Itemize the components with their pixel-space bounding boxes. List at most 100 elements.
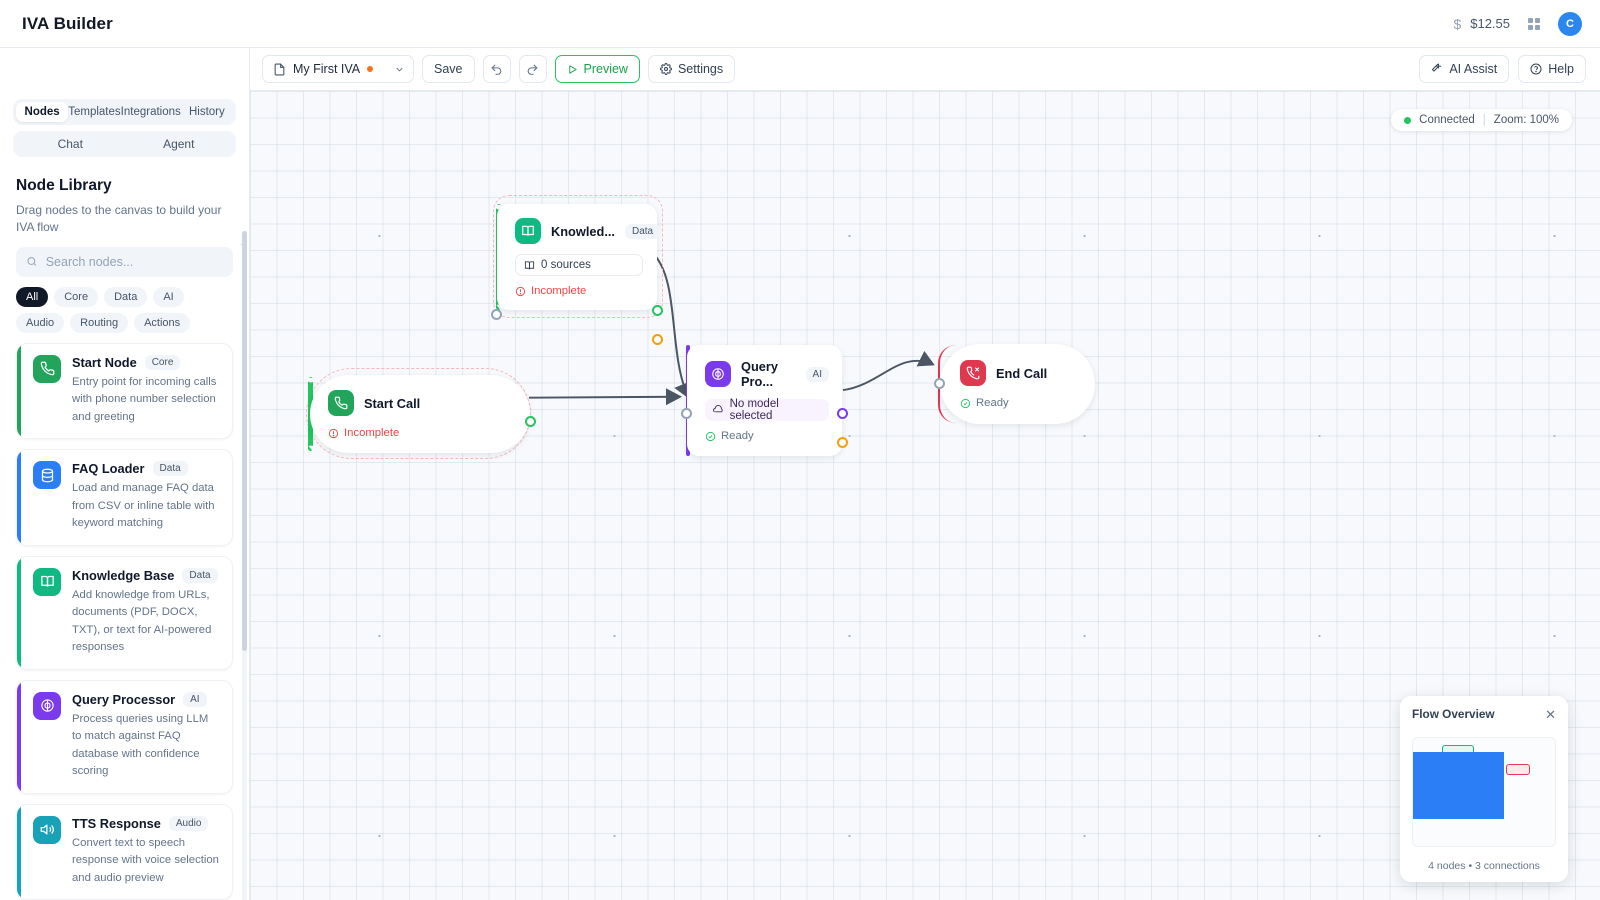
filter-chip-routing[interactable]: Routing: [70, 312, 129, 333]
flow-overview-footer: 4 nodes • 3 connections: [1428, 860, 1540, 872]
status-separator: |: [1482, 114, 1486, 126]
filter-chip-audio[interactable]: Audio: [16, 312, 65, 333]
settings-button[interactable]: Settings: [647, 55, 736, 83]
node-header: Knowled... Data: [515, 218, 661, 244]
credit-balance[interactable]: $ $12.55: [1453, 16, 1510, 32]
node-status: Ready: [960, 397, 1079, 409]
list-item-title: Query Processor: [72, 691, 176, 707]
list-item[interactable]: FAQ Loader Data Load and manage FAQ data…: [16, 449, 233, 546]
preview-button[interactable]: Preview: [554, 55, 640, 83]
search-box[interactable]: [16, 246, 233, 277]
node-field-label: No model selected: [729, 398, 779, 422]
node-output-port-alt[interactable]: [652, 334, 663, 345]
node-card[interactable]: Query Pro... AI No model selected Ready: [687, 345, 842, 456]
node-output-port-success[interactable]: [652, 305, 663, 316]
ai-assist-label: AI Assist: [1449, 62, 1498, 76]
list-item-desc: Convert text to speech response with voi…: [72, 836, 219, 884]
list-item-title-row: Knowledge Base Data: [72, 567, 220, 583]
minimap-node-end-call: [1506, 764, 1530, 775]
list-item-title: Start Node: [72, 354, 137, 370]
node-card[interactable]: Start Call Incomplete: [310, 375, 530, 453]
node-field-model[interactable]: No model selected: [705, 398, 829, 422]
flow-overview-panel[interactable]: Flow Overview ✕ 4 nodes • 3 connections: [1400, 696, 1568, 882]
magic-wand-icon: [1432, 63, 1442, 72]
sidebar-tab-nodes[interactable]: Nodes: [16, 102, 69, 122]
node-output-port-success[interactable]: [837, 408, 848, 419]
connection-status-label: Connected: [1419, 114, 1475, 126]
node-field-sources[interactable]: 0 sources: [515, 254, 643, 276]
node-status: Ready: [705, 430, 829, 442]
sidebar-scroll-thumb[interactable]: [242, 231, 247, 651]
apps-grid-icon[interactable]: [1528, 17, 1540, 30]
canvas-toolbar: My First IVA Save: [250, 48, 1600, 91]
canvas-node-end-call[interactable]: End Call Ready: [934, 344, 1095, 424]
filter-chip-core[interactable]: Core: [54, 286, 99, 307]
search-wrap: [0, 237, 249, 277]
list-item-desc: Load and manage FAQ data from CSV or inl…: [72, 482, 215, 530]
filter-chip-all[interactable]: All: [16, 286, 49, 307]
help-label: Help: [1548, 62, 1574, 76]
node-card[interactable]: End Call Ready: [940, 344, 1095, 424]
phone-icon: [33, 354, 61, 383]
node-output-port-alt[interactable]: [837, 437, 848, 448]
undo-button[interactable]: [482, 55, 511, 83]
redo-button[interactable]: [518, 55, 547, 83]
sidebar-mode-agent[interactable]: Agent: [163, 137, 195, 151]
list-item-tag: AI: [183, 691, 207, 707]
preview-label: Preview: [583, 62, 628, 76]
flow-selector[interactable]: My First IVA: [262, 55, 414, 83]
node-input-port[interactable]: [681, 408, 692, 419]
filter-chip-ai[interactable]: AI: [153, 286, 184, 307]
sidebar-tab-templates[interactable]: Templates: [68, 106, 121, 118]
help-button[interactable]: Help: [1518, 55, 1586, 83]
flow-overview-title: Flow Overview: [1412, 707, 1495, 721]
edge-start-to-query: [528, 388, 682, 406]
canvas-status-badge: Connected | Zoom: 100%: [1391, 109, 1572, 131]
sidebar-tab-history[interactable]: History: [188, 106, 225, 118]
search-icon: [27, 257, 37, 267]
database-icon: [33, 461, 61, 490]
search-input[interactable]: [45, 254, 223, 269]
list-item[interactable]: Query Processor AI Process queries using…: [16, 679, 233, 794]
node-library-list: Start Node Core Entry point for incoming…: [0, 342, 249, 900]
canvas-node-query-processor[interactable]: Query Pro... AI No model selected Ready: [681, 345, 848, 456]
list-item[interactable]: Start Node Core Entry point for incoming…: [16, 342, 233, 440]
node-input-port[interactable]: [491, 309, 502, 320]
node-tag: Data: [625, 223, 661, 239]
flow-canvas[interactable]: Connected | Zoom: 100%: [250, 91, 1600, 900]
filter-chip-group: All Core Data AI Audio Routing Actions: [0, 277, 249, 333]
chevron-down-icon: [396, 67, 403, 72]
file-icon: [274, 63, 285, 75]
canvas-toolbar-left: My First IVA Save: [262, 55, 736, 83]
node-library-title: Node Library: [16, 177, 112, 194]
filter-chip-data[interactable]: Data: [104, 286, 148, 307]
ai-assist-button[interactable]: AI Assist: [1419, 55, 1510, 83]
avatar[interactable]: C: [1558, 11, 1582, 36]
list-item-main: Start Node Core Entry point for incoming…: [72, 354, 220, 427]
canvas-node-knowledge-base[interactable]: Knowled... Data 0 sources Incomplete: [491, 195, 663, 345]
book-icon: [524, 260, 535, 269]
sidebar-tab-integrations[interactable]: Integrations: [120, 106, 181, 118]
flow-overview-map[interactable]: [1412, 737, 1556, 847]
list-item[interactable]: Knowledge Base Data Add knowledge from U…: [16, 555, 233, 670]
node-output-port[interactable]: [525, 416, 536, 427]
node-card[interactable]: Knowled... Data 0 sources Incomplete: [497, 204, 661, 310]
speaker-icon: [33, 815, 61, 844]
list-item-desc: Process queries using LLM to match again…: [72, 712, 209, 778]
help-circle-icon: [1530, 63, 1542, 75]
sidebar-mode-chat[interactable]: Chat: [57, 137, 83, 151]
node-header: Query Pro... AI: [705, 359, 829, 389]
alert-circle-icon: [515, 286, 526, 296]
canvas-node-start-call[interactable]: Start Call Incomplete: [306, 368, 536, 459]
list-item-main: TTS Response Audio Convert text to speec…: [72, 815, 220, 888]
minimap-viewport[interactable]: [1413, 752, 1504, 819]
flow-name: My First IVA: [293, 62, 361, 76]
close-icon[interactable]: ✕: [1545, 706, 1556, 722]
list-item[interactable]: TTS Response Audio Convert text to speec…: [16, 803, 233, 900]
sidebar-scrollbar[interactable]: [242, 231, 247, 900]
save-button[interactable]: Save: [422, 55, 475, 83]
filter-chip-actions[interactable]: Actions: [134, 312, 191, 333]
node-title: End Call: [996, 365, 1048, 381]
node-input-port[interactable]: [934, 378, 945, 389]
